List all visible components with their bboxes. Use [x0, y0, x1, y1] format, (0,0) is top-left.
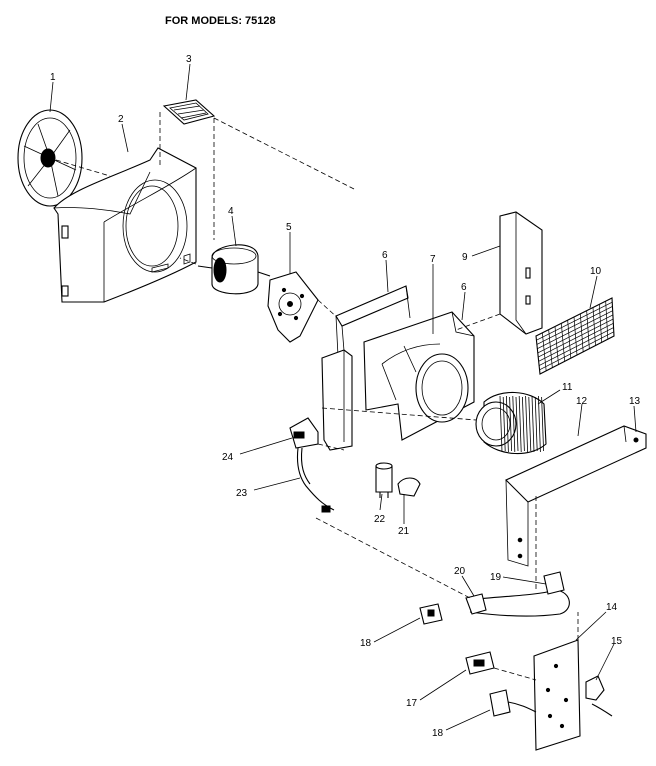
callout-24: 24 [222, 452, 234, 463]
part-capacitor-strap [397, 477, 421, 497]
callout-4: 4 [228, 206, 234, 217]
callout-6-upper: 6 [382, 250, 388, 261]
part-fan-shroud [53, 147, 197, 303]
callout-5: 5 [286, 222, 292, 233]
part-clip [159, 99, 357, 240]
callout-19: 19 [490, 572, 502, 583]
callout-9: 9 [462, 252, 468, 263]
callout-18-lower: 18 [432, 728, 444, 739]
part-motor [179, 244, 271, 295]
part-control-panel [533, 612, 613, 751]
callout-labels: 1 2 3 4 5 6 7 6 9 10 11 12 13 24 23 22 2… [50, 54, 641, 739]
callout-13: 13 [629, 396, 641, 407]
part-connector-upper [419, 603, 443, 625]
callout-18-upper: 18 [360, 638, 372, 649]
callout-12: 12 [576, 396, 588, 407]
callout-11: 11 [562, 382, 573, 393]
part-side-bracket [455, 211, 543, 335]
part-blower-wheel [475, 391, 547, 455]
callout-20: 20 [454, 566, 466, 577]
part-capacitor [375, 462, 393, 498]
callout-10: 10 [590, 266, 602, 277]
callout-6-lower: 6 [461, 282, 467, 293]
part-fan-blade [17, 109, 111, 207]
callout-15: 15 [611, 636, 623, 647]
callout-2: 2 [118, 114, 124, 125]
part-grille [535, 297, 615, 375]
callout-21: 21 [398, 526, 410, 537]
part-motor-bracket [267, 271, 341, 343]
part-left-bracket [289, 349, 477, 451]
part-connector-lower [489, 689, 537, 717]
callout-1: 1 [50, 72, 56, 83]
callout-3: 3 [186, 54, 192, 65]
part-top-rail [505, 425, 647, 590]
callout-7: 7 [430, 254, 436, 265]
callout-17: 17 [406, 698, 418, 709]
callout-22: 22 [374, 514, 386, 525]
part-wire-harness [296, 447, 335, 513]
callout-14: 14 [606, 602, 618, 613]
part-switch [465, 651, 537, 681]
part-clamp-assembly [315, 517, 570, 617]
leader-lines [49, 63, 637, 731]
diagram-title: FOR MODELS: 75128 [165, 15, 276, 27]
callout-23: 23 [236, 488, 248, 499]
part-blower-housing [335, 285, 475, 441]
